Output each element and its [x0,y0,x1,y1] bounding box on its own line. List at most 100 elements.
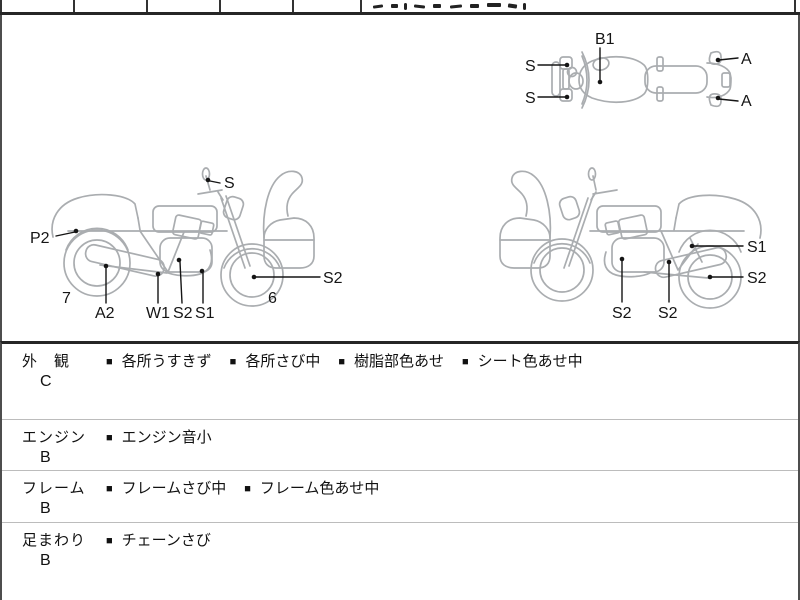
annotation-s2-under: S2 [173,257,193,322]
annotation-s2-exhaust: S2 [658,259,678,322]
cowl-body [499,217,551,269]
bullet-icon: ■ [229,356,237,368]
condition-row-undercarriage: 足まわり B ■チェーンさび [2,523,798,600]
tail-cowl [51,193,139,238]
condition-items: ■エンジン音小 [106,426,212,447]
grade-value: B [40,500,51,517]
rear-fender [678,229,742,253]
mirror-stalk [592,175,597,191]
annotation-s: S [205,175,235,192]
bullet-icon: ■ [462,356,469,368]
windscreen-piece [510,170,552,239]
damage-mark-b1 [592,56,610,72]
bullet-icon: ■ [106,483,113,495]
carb-detail [198,220,215,236]
condition-items: ■各所うすきず ■各所さび中 ■樹脂部色あせ ■シート色あせ中 [106,350,583,371]
item-text: 各所さび中 [245,353,321,370]
item-text: シート色あせ中 [477,353,583,370]
label-s2-front: S2 [323,270,343,287]
condition-item: ■ フレームさび中 [106,477,226,498]
annotation-s1: S1 [689,239,767,256]
table-divider [73,0,75,12]
label-s1: S1 [195,305,215,322]
table-divider [794,0,796,12]
label-a-bottom: A [741,93,752,110]
annotation-w1: W1 [146,271,170,322]
condition-row-engine: エンジン B ■エンジン音小 [2,420,798,471]
front-wheel-hub [539,247,585,293]
condition-row-exterior: 外 観 C ■各所うすきず ■各所さび中 ■樹脂部色あせ ■シート色あせ中 [2,344,798,420]
damage-diagram-cell: B1 S S A A [0,15,800,341]
exhaust-pipe [603,251,651,278]
annotation-6: 6 [268,290,277,307]
motorcycle-left-side-diagram: S P2 7 A2 W1 S2 S1 [30,167,343,322]
exhaust-pipe [165,249,213,277]
cowl-body [263,217,315,269]
table-divider [219,0,221,12]
item-text: フレームさび中 [121,480,227,497]
seat-back [137,217,141,231]
label-s-top: S [525,58,536,75]
motorcycle-top-view-diagram: B1 S S A A [525,31,752,110]
fuel-tank [596,205,662,233]
muffler [84,243,166,278]
fuel-tank [152,205,218,233]
condition-items: ■ フレームさび中 ■フレーム色あせ中 [106,477,379,498]
condition-row-frame: フレーム B ■ フレームさび中 ■フレーム色あせ中 [2,471,798,523]
label-a2: A2 [95,305,115,322]
windscreen [581,51,590,109]
handlebar [590,189,618,201]
front-fork [563,195,594,269]
rear-signal-right [708,93,722,108]
category-label: エンジン [22,429,87,446]
windscreen-piece [262,170,304,239]
footpeg-right [656,86,664,102]
handlebar [197,189,224,201]
label-s-bottom: S [525,90,536,107]
label-s1: S1 [747,239,767,256]
condition-item: ■フレーム色あせ中 [244,477,379,498]
condition-item: ■樹脂部色あせ [338,350,444,371]
label-w1: W1 [146,305,170,322]
annotation-b1: B1 [595,31,615,85]
annotation-s2-engine: S2 [612,256,632,322]
condition-item: ■ 各所さび中 [230,350,321,371]
label-6: 6 [268,290,277,307]
front-wheel-hub [229,252,275,298]
annotation-7: 7 [62,290,71,307]
table-divider [360,0,362,12]
taillight [721,72,731,88]
front-fender [223,247,281,269]
annotation-p2: P2 [30,228,79,247]
carb-detail [604,220,621,236]
motorcycle-right-side-diagram: S1 S2 S2 S2 [499,167,767,322]
rear-wheel-hub [73,239,121,287]
bullet-icon: ■ [106,356,113,368]
table-divider [146,0,148,12]
table-divider [0,0,2,12]
engine-block [611,237,665,273]
table-divider [292,0,294,12]
annotation-s-top: S [525,58,570,75]
engine-block [159,237,213,273]
headlight-top [568,72,584,90]
fuel-tank-top [578,55,649,104]
annotation-s2-rear: S2 [707,270,767,287]
headlight [558,195,581,221]
footpeg-left [656,56,664,72]
seat-top [644,65,708,94]
condition-table: 外 観 C ■各所うすきず ■各所さび中 ■樹脂部色あせ ■シート色あせ中 エン… [0,341,800,600]
annotation-a-top: A [715,51,752,68]
seat-back [673,217,677,231]
front-fender [533,242,591,264]
windscreen-inner [581,55,588,105]
category-label: 外 観 [22,353,71,370]
headstock [566,66,578,78]
annotation-s2-front: S2 [251,270,343,287]
category-label: 足まわり [22,532,87,549]
rear-fender [65,227,129,251]
grade-value: C [40,373,52,390]
label-s2-under: S2 [173,305,193,322]
label-s: S [224,175,235,192]
category-label: フレーム [22,480,86,497]
